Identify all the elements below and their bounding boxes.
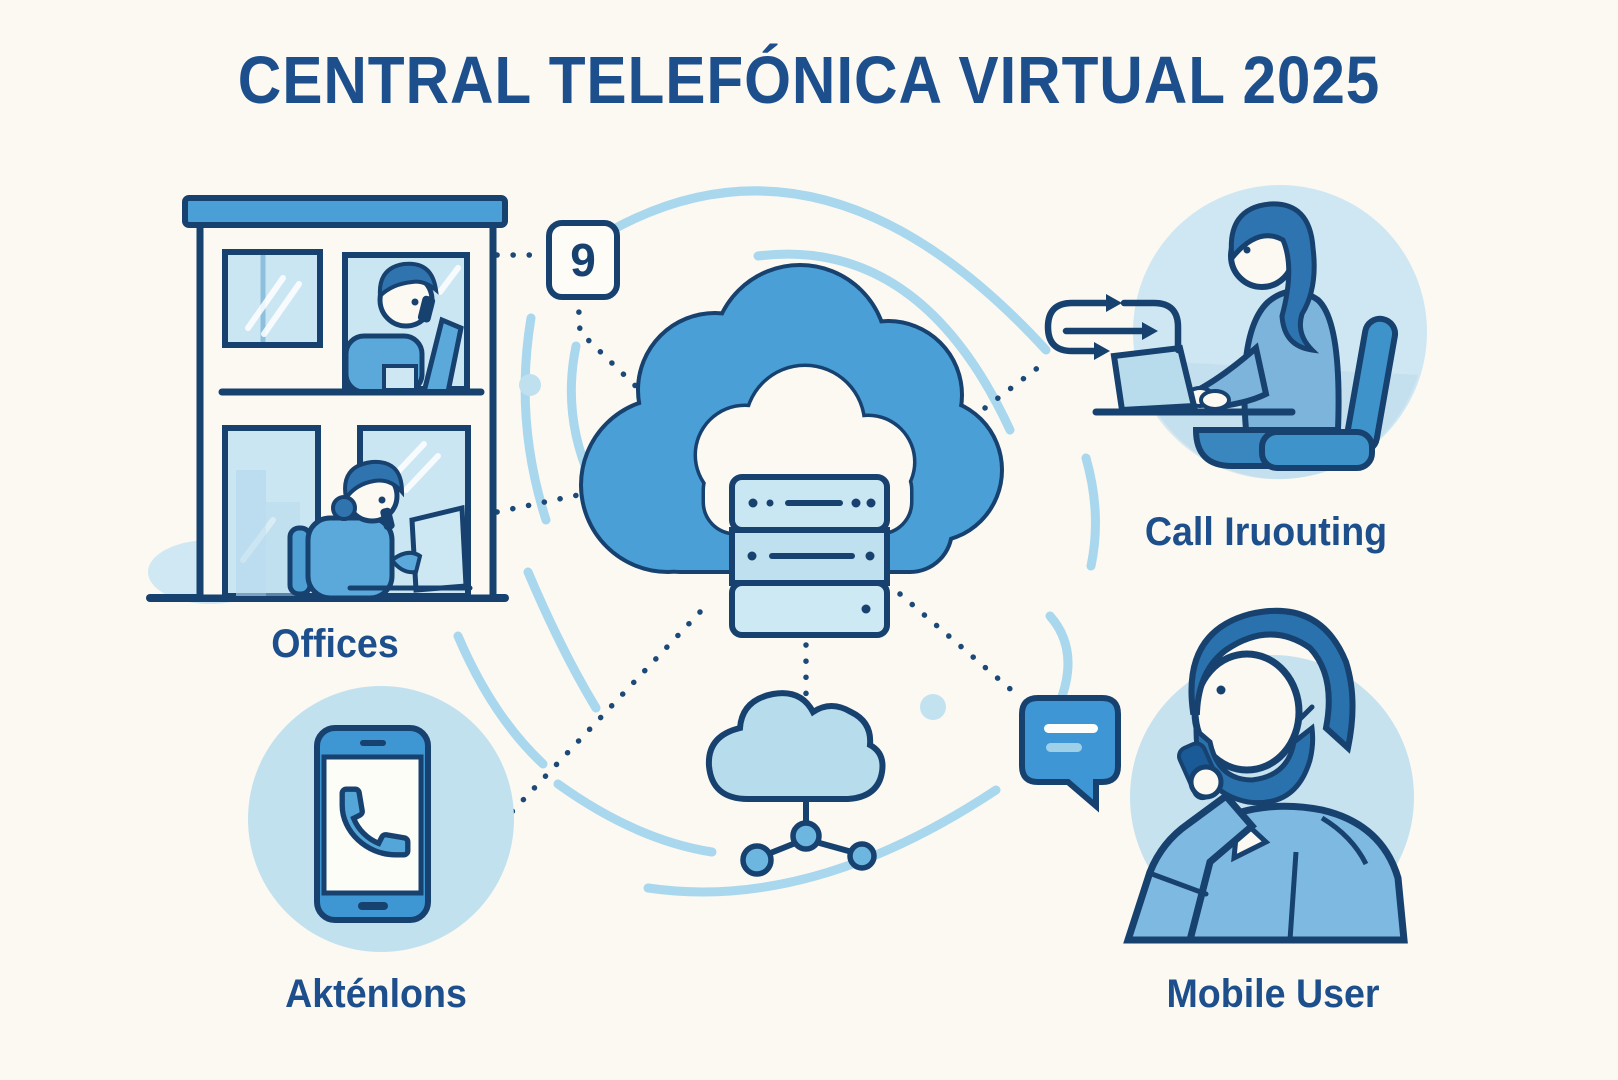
small-cloud-network-icon [705, 690, 886, 877]
connector-building-to-cloud [494, 491, 586, 515]
page-title: CENTRAL TELEFÓNICA VIRTUAL 2025 [237, 43, 1381, 118]
call-routing-loop-arrow-icon [1044, 294, 1182, 360]
label-mobile-user: Mobile User [1166, 972, 1380, 1016]
extension-number: 9 [570, 234, 596, 286]
connector-cloud-to-bubble [897, 591, 1019, 697]
connector-cloud-to-routing [982, 357, 1051, 411]
label-extensions: Akténlons [285, 972, 467, 1016]
office-worker-male [345, 261, 464, 389]
phone-handset-glyph [339, 786, 411, 858]
label-offices: Offices [271, 622, 399, 666]
label-call-routing: Call Iruouting [1144, 510, 1388, 554]
smartphone-call-icon [248, 686, 514, 952]
man-on-phone-illustration [1123, 607, 1414, 944]
office-building-icon [146, 195, 509, 602]
office-worker-female [287, 459, 473, 601]
speech-bubble-icon [1019, 695, 1121, 813]
cloud-server-icon [579, 263, 1004, 638]
extension-number-badge: 9 [546, 220, 620, 300]
network-arcs [453, 186, 1100, 897]
woman-at-laptop-illustration [1092, 185, 1427, 480]
